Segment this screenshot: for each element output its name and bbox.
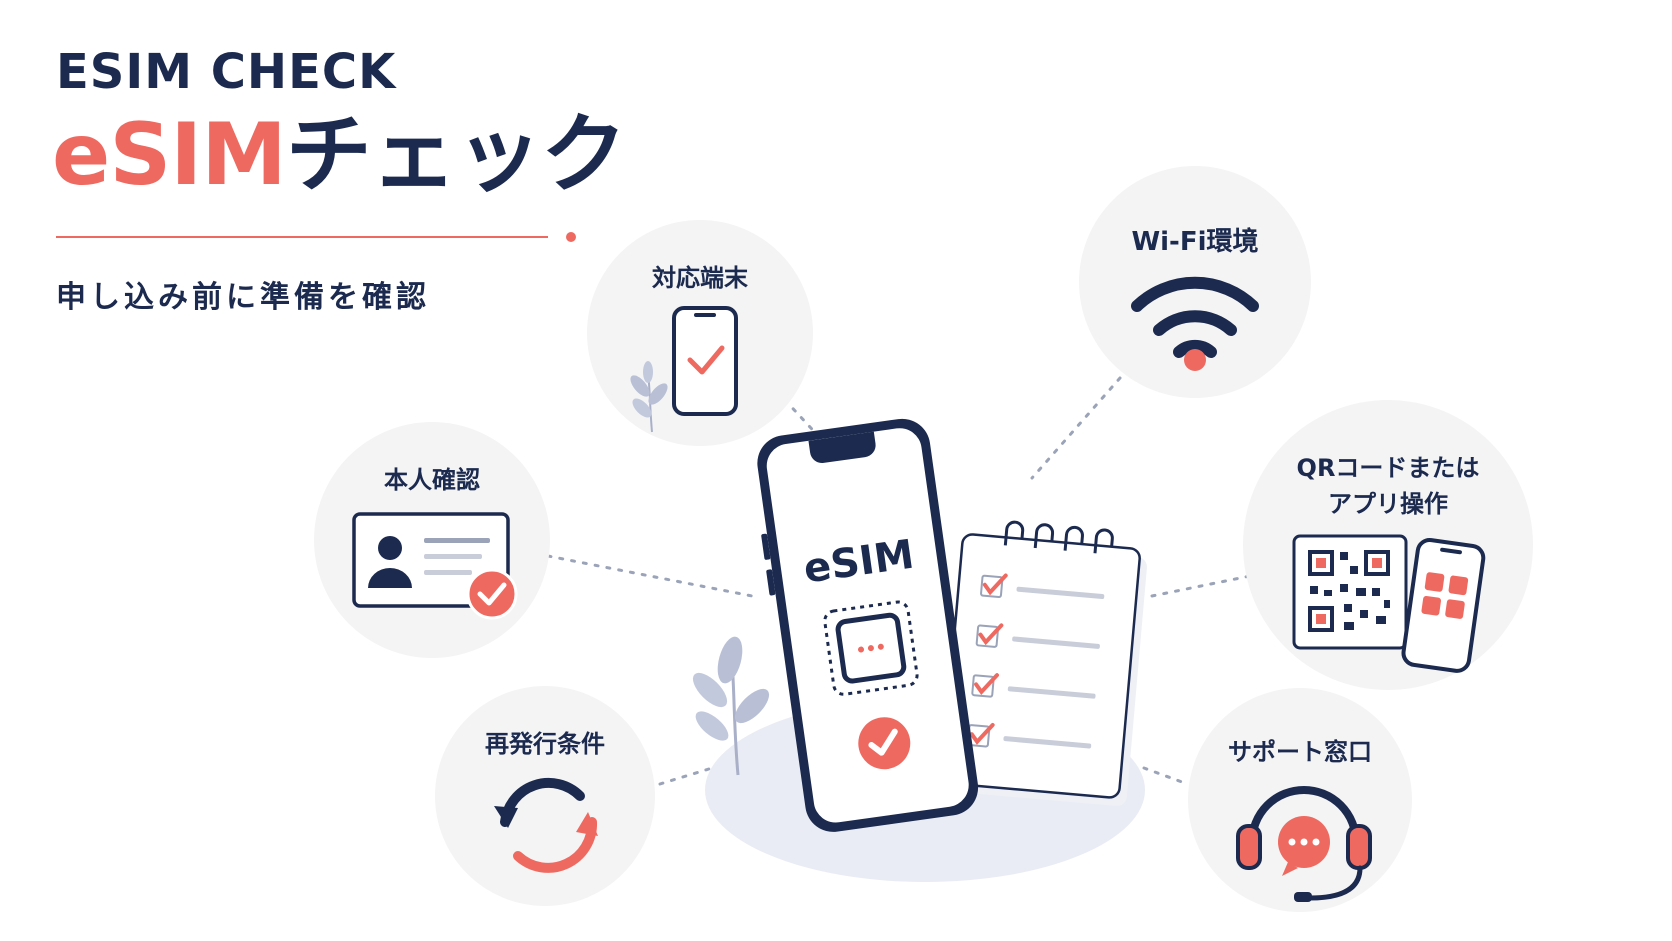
node-label-reissue: 再発行条件 xyxy=(485,730,605,758)
id-card-icon xyxy=(352,512,518,620)
node-circle-support xyxy=(1188,688,1412,912)
checklist-item xyxy=(971,673,1096,699)
title-rest: チェック xyxy=(285,105,627,205)
node-label-qr-line2: アプリ操作 xyxy=(1328,490,1448,518)
checklist-notepad xyxy=(940,520,1147,807)
node-label-support: サポート窓口 xyxy=(1228,738,1372,766)
title-accent: eSIM xyxy=(52,105,287,205)
smartphone-check-icon xyxy=(672,306,738,416)
phone-check-icon xyxy=(858,717,911,770)
leaf-decoration-small xyxy=(630,361,668,433)
connector-lines xyxy=(546,376,1252,786)
connector-device xyxy=(783,398,824,442)
wifi-icon xyxy=(1131,276,1259,371)
kicker-title: ESIM CHECK xyxy=(56,44,397,100)
central-smartphone: eSIM xyxy=(757,418,979,832)
page-title: eSIMチェック xyxy=(52,112,627,198)
connector-support xyxy=(1142,766,1184,784)
checklist-item xyxy=(975,623,1100,649)
subtitle: 申し込み前に準備を確認 xyxy=(56,280,430,315)
node-label-device: 対応端末 xyxy=(652,264,749,292)
connector-reissue xyxy=(658,766,714,786)
sim-chip-icon xyxy=(823,600,919,696)
title-underline xyxy=(56,236,548,238)
node-circle-reissue xyxy=(435,686,655,906)
notepad-rings xyxy=(1003,520,1114,554)
node-label-qr-line1: QRコードまたは xyxy=(1297,454,1480,482)
connector-identity xyxy=(546,554,754,598)
node-label-wifi: Wi-Fi環境 xyxy=(1131,226,1258,257)
phone-notch xyxy=(808,431,876,463)
qr-code-app-icon xyxy=(1292,534,1486,673)
title-underline-dot xyxy=(566,232,576,242)
checklist-item xyxy=(966,722,1092,749)
connector-qr xyxy=(1150,574,1252,598)
refresh-icon xyxy=(494,777,598,873)
headset-chat-icon xyxy=(1236,786,1372,902)
leaf-decoration-center xyxy=(692,636,770,776)
connector-wifi xyxy=(1030,376,1122,480)
checklist-item xyxy=(980,573,1105,600)
node-label-identity: 本人確認 xyxy=(384,466,480,494)
